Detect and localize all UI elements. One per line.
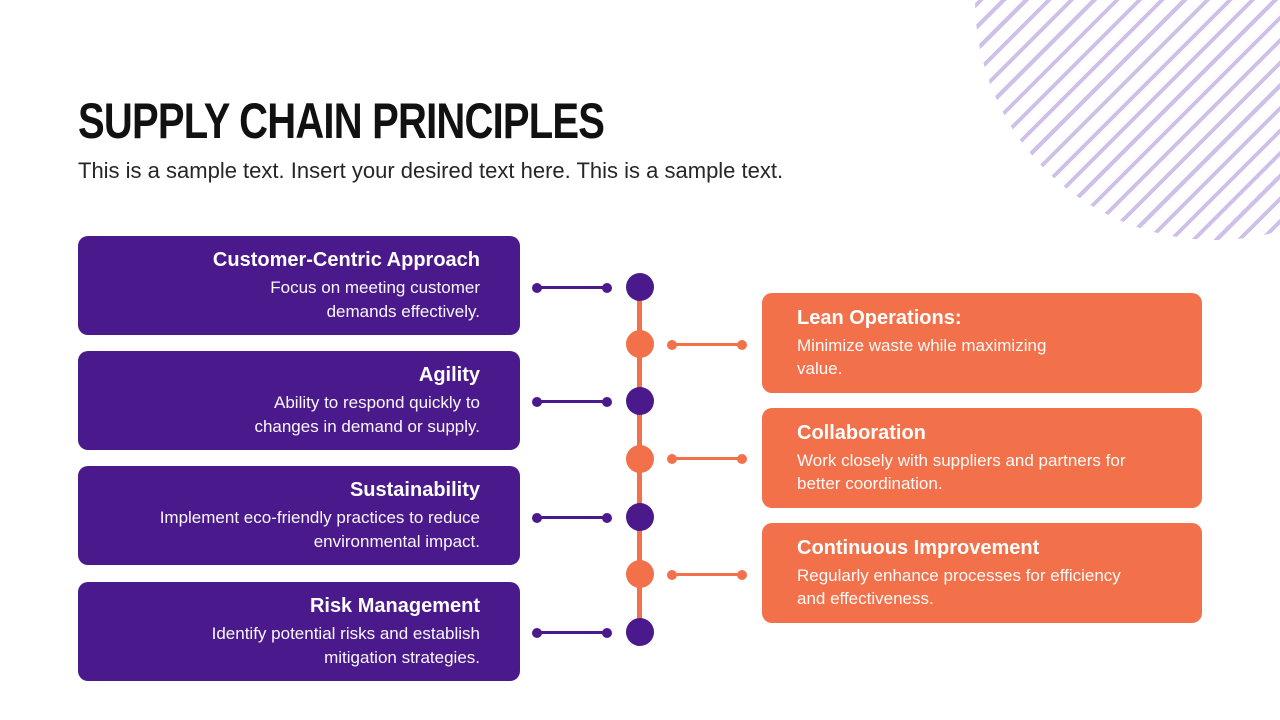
panel-description: Ability to respond quickly to changes in… [254, 393, 480, 436]
panel-title: Sustainability [349, 479, 480, 502]
connector-line-continuous-improvement [667, 569, 747, 580]
connector-line-sustainability [532, 512, 612, 523]
connector-end-dot [667, 339, 677, 350]
panel-risk-management: Risk Management Identify potential risks… [78, 582, 520, 681]
panel-description: Work closely with suppliers and partners… [797, 450, 1126, 493]
timeline-dot-3 [626, 387, 654, 415]
panel-title: Risk Management [309, 595, 480, 618]
connector-line-lean-operations [667, 339, 747, 350]
connector-end-dot [602, 396, 612, 407]
connector-end-dot [602, 512, 612, 523]
connector-end-dot [737, 453, 747, 464]
striped-circle-decoration [975, 0, 1280, 240]
connector-end-dot [737, 569, 747, 580]
panel-title: Agility [418, 364, 480, 387]
connector-end-dot [667, 453, 677, 464]
connector-line-risk-management [532, 627, 612, 638]
page-subtitle: This is a sample text. Insert your desir… [78, 158, 784, 183]
panel-title: Lean Operations: [797, 306, 962, 329]
panel-title: Collaboration [797, 421, 926, 444]
timeline-dot-2 [626, 330, 654, 358]
panel-continuous-improvement: Continuous Improvement Regularly enhance… [762, 523, 1202, 623]
connector-end-dot [667, 569, 677, 580]
connector-line-collaboration [667, 453, 747, 464]
panel-title: Continuous Improvement [797, 536, 1040, 559]
panel-title: Customer-Centric Approach [212, 249, 480, 272]
connector-end-dot [532, 627, 542, 638]
timeline-dot-4 [626, 445, 654, 473]
connector-end-dot [532, 396, 542, 407]
panel-agility: Agility Ability to respond quickly to ch… [78, 351, 520, 450]
panel-description: Identify potential risks and establish m… [211, 624, 480, 667]
connector-end-dot [532, 282, 542, 293]
page-title: SUPPLY CHAIN PRINCIPLES [78, 93, 605, 149]
panel-description: Implement eco-friendly practices to redu… [159, 508, 480, 551]
timeline-dot-7 [626, 618, 654, 646]
connector-end-dot [602, 282, 612, 293]
connector-end-dot [532, 512, 542, 523]
connector-line-agility [532, 396, 612, 407]
panel-description: Regularly enhance processes for efficien… [797, 565, 1121, 608]
timeline-dot-1 [626, 273, 654, 301]
connector-end-dot [602, 627, 612, 638]
panel-description: Minimize waste while maximizing value. [797, 335, 1047, 378]
connector-line-customer-centric [532, 282, 612, 293]
panel-sustainability: Sustainability Implement eco-friendly pr… [78, 466, 520, 565]
connector-end-dot [737, 339, 747, 350]
panel-customer-centric-approach: Customer-Centric Approach Focus on meeti… [78, 236, 520, 335]
timeline-dot-6 [626, 560, 654, 588]
panel-lean-operations: Lean Operations: Minimize waste while ma… [762, 293, 1202, 393]
timeline-dot-5 [626, 503, 654, 531]
panel-collaboration: Collaboration Work closely with supplier… [762, 408, 1202, 508]
panel-description: Focus on meeting customer demands effect… [270, 278, 480, 321]
